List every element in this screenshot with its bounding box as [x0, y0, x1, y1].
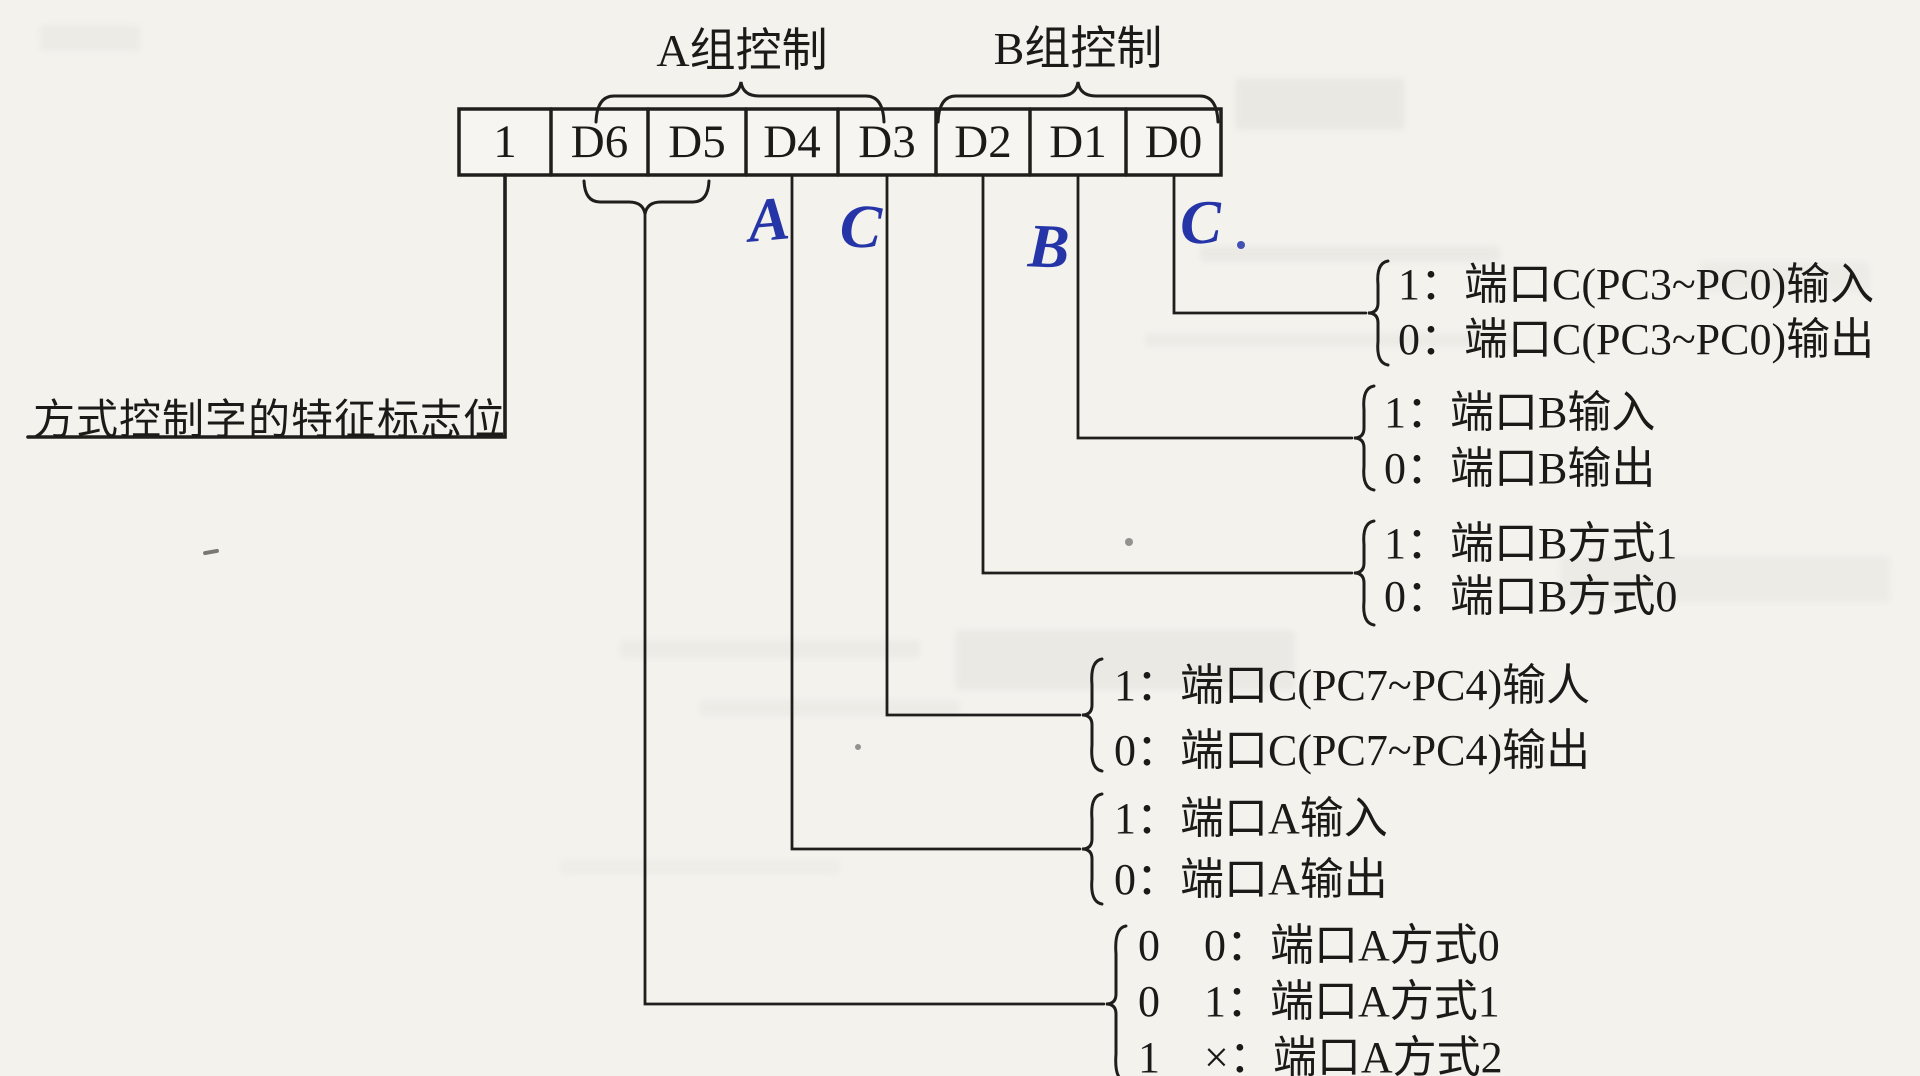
legend-d0-line2: 0：端口C(PC3~PC0)输出	[1398, 315, 1875, 364]
legend-d6d5-line1: 0 0：端口A方式0	[1138, 921, 1500, 970]
bit-cell-d4: D4	[763, 116, 821, 168]
handwritten-a-annotation: A	[745, 184, 793, 256]
d1-legend-brace	[1353, 384, 1376, 492]
handwritten-c-annotation: C	[838, 191, 884, 263]
legend-d1-line2: 0：端口B输出	[1384, 444, 1656, 493]
bleed-artifact	[1560, 556, 1890, 602]
legend-d2-line1: 1：端口B方式1	[1384, 519, 1678, 568]
d3-connector	[885, 174, 1082, 717]
group-b-brace	[936, 81, 1220, 124]
group-b-label: B组控制	[993, 23, 1163, 74]
legend-d0: 1：端口C(PC3~PC0)输入 0：端口C(PC3~PC0)输出	[1398, 257, 1874, 367]
bleed-artifact	[1235, 78, 1405, 130]
d0-legend-brace	[1367, 259, 1390, 367]
d0-connector	[1172, 174, 1368, 315]
group-a-brace	[594, 81, 886, 124]
flag-connector	[26, 173, 507, 439]
scan-speck	[855, 744, 861, 750]
legend-d2-line2: 0：端口B方式0	[1384, 572, 1678, 621]
legend-d3: 1：端口C(PC7~PC4)输人 0：端口C(PC7~PC4)输出	[1114, 653, 1590, 783]
d1-connector	[1076, 174, 1354, 440]
d2-connector	[981, 174, 1354, 575]
handwritten-c2-annotation: C	[1178, 188, 1223, 258]
handwritten-b-annotation: B	[1026, 212, 1071, 282]
bit-cell-d5: D5	[668, 116, 726, 168]
flag-bit-label: 方式控制字的特征标志位	[33, 398, 507, 444]
bit-cell-d3: D3	[858, 116, 916, 168]
legend-d6d5-line2: 0 1：端口A方式1	[1138, 977, 1500, 1026]
legend-d3-line1: 1：端口C(PC7~PC4)输人	[1114, 661, 1591, 710]
legend-d1-line1: 1：端口B输入	[1384, 388, 1656, 437]
scan-speck	[1125, 538, 1133, 546]
legend-d3-line2: 0：端口C(PC7~PC4)输出	[1114, 726, 1591, 775]
legend-d2: 1：端口B方式1 0：端口B方式0	[1384, 517, 1677, 623]
bleed-artifact	[1700, 262, 1870, 292]
legend-d6d5: 0 0：端口A方式0 0 1：端口A方式1 1 ×：端口A方式2	[1138, 918, 1503, 1076]
bleed-artifact	[1145, 333, 1515, 347]
legend-d4-line2: 0：端口A输出	[1114, 855, 1388, 904]
bit-cell-d0: D0	[1144, 116, 1203, 168]
legend-d4: 1：端口A输入 0：端口A输出	[1114, 788, 1388, 910]
legend-d6d5-line3: 1 ×：端口A方式2	[1138, 1033, 1503, 1076]
bit-cell-d1: D1	[1049, 116, 1107, 168]
bleed-artifact	[700, 700, 960, 716]
bleed-artifact	[560, 860, 840, 874]
d6d5-legend-brace	[1105, 924, 1128, 1076]
register-grid	[457, 107, 1223, 177]
d4-legend-brace	[1081, 792, 1104, 906]
d6d5-under-brace	[582, 179, 711, 215]
group-a-label: A组控制	[656, 25, 828, 76]
legend-d4-line1: 1：端口A输入	[1114, 794, 1388, 843]
legend-d0-line1: 1：端口C(PC3~PC0)输入	[1398, 260, 1875, 309]
bit-cell-flag: 1	[493, 116, 517, 168]
legend-d1: 1：端口B输入 0：端口B输出	[1384, 385, 1655, 497]
pen-dot	[1237, 241, 1245, 249]
d2-legend-brace	[1353, 519, 1376, 627]
bleed-artifact	[955, 630, 1295, 690]
bleed-artifact	[620, 640, 920, 658]
d4-connector	[790, 174, 1082, 851]
bleed-artifact	[40, 25, 140, 51]
bit-cell-d6: D6	[570, 116, 629, 168]
d3-legend-brace	[1081, 657, 1104, 773]
d6d5-connector	[643, 212, 1106, 1006]
bit-cell-d2: D2	[954, 116, 1012, 168]
bleed-artifact	[1200, 246, 1500, 262]
